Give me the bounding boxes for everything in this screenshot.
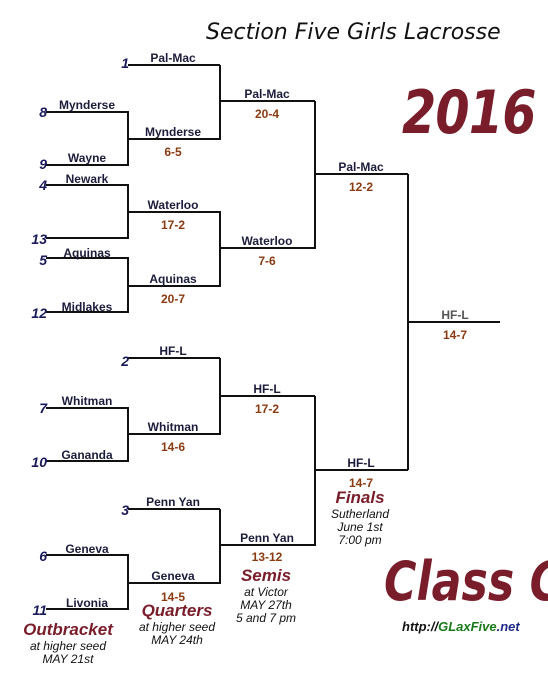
game-score: 14-6 xyxy=(160,440,186,454)
round-label-quarters: Quarters at higher seed MAY 24th xyxy=(122,601,232,647)
seed-number: 3 xyxy=(121,502,129,518)
team-name: Pal-Mac xyxy=(338,160,384,174)
page-title: Section Five Girls Lacrosse xyxy=(206,20,501,45)
bracket-line xyxy=(128,358,221,435)
bracket-line xyxy=(128,509,221,584)
round-label-outbracket: Outbracket at higher seed MAY 21st xyxy=(8,620,128,666)
team-name: Wayne xyxy=(67,151,107,165)
round-detail: at higher seed xyxy=(138,620,216,634)
team-name: HF-L xyxy=(347,456,375,470)
team-name: HF-L xyxy=(159,344,187,358)
team-name: Geneva xyxy=(151,569,195,583)
seed-number: 8 xyxy=(39,104,47,120)
round-label-semis: Semis at Victor MAY 27th 5 and 7 pm xyxy=(226,566,306,625)
year-label: 2016 xyxy=(402,78,536,148)
round-detail: MAY 21st xyxy=(42,652,94,666)
bracket-line xyxy=(128,65,221,140)
team-name: Penn Yan xyxy=(146,495,200,509)
round-detail: June 1st xyxy=(337,520,383,534)
game-score: 17-2 xyxy=(160,218,186,232)
game-score: 17-2 xyxy=(254,402,280,416)
round-detail: at Victor xyxy=(244,585,288,599)
round-detail: Sutherland xyxy=(330,507,390,521)
game-score: 7-6 xyxy=(258,254,276,268)
team-name: Livonia xyxy=(65,596,108,610)
website-link[interactable]: http://GLaxFive.net xyxy=(402,619,520,634)
website-prefix: http:// xyxy=(402,619,439,634)
round-detail: MAY 24th xyxy=(151,633,203,647)
team-name: Aquinas xyxy=(63,246,111,260)
champion-score: 14-7 xyxy=(442,328,468,342)
game-score: 14-7 xyxy=(348,476,374,490)
round-detail: 5 and 7 pm xyxy=(235,611,297,625)
team-name: Pal-Mac xyxy=(150,51,196,65)
round-name: Quarters xyxy=(141,601,213,620)
bracket-line xyxy=(46,184,129,239)
team-name: Mynderse xyxy=(58,98,116,112)
team-name: Midlakes xyxy=(61,300,113,314)
seed-number: 4 xyxy=(39,177,47,193)
website-domain: GLaxFive xyxy=(438,619,497,634)
round-detail: MAY 27th xyxy=(240,598,292,612)
seed-number: 6 xyxy=(39,548,47,564)
seed-number: 9 xyxy=(39,156,47,172)
game-score: 14-5 xyxy=(160,590,186,604)
team-name: Geneva xyxy=(65,542,109,556)
team-name: Whitman xyxy=(61,394,113,408)
seed-number: 1 xyxy=(121,55,129,71)
seed-number: 10 xyxy=(31,454,47,470)
team-name: Waterloo xyxy=(241,234,293,248)
team-name: Aquinas xyxy=(149,272,197,286)
team-name: Newark xyxy=(65,172,109,186)
round-detail: 7:00 pm xyxy=(338,533,382,547)
seed-number: 2 xyxy=(121,353,129,369)
bracket-line xyxy=(220,174,316,249)
game-score: 13-12 xyxy=(251,550,283,564)
team-name: Whitman xyxy=(147,420,199,434)
game-score: 20-7 xyxy=(160,292,186,306)
round-name: Outbracket xyxy=(23,620,113,639)
team-name: Mynderse xyxy=(144,125,202,139)
team-name: Penn Yan xyxy=(240,531,294,545)
team-name: HF-L xyxy=(253,382,281,396)
seed-number: 13 xyxy=(31,231,47,247)
seed-number: 11 xyxy=(32,602,47,618)
game-score: 20-4 xyxy=(254,107,280,121)
round-detail: at higher seed xyxy=(29,639,107,653)
seed-number: 7 xyxy=(39,400,47,416)
game-score: 6-5 xyxy=(164,145,182,159)
game-score: 12-2 xyxy=(348,180,374,194)
seed-number: 5 xyxy=(39,252,47,268)
team-name: Gananda xyxy=(61,448,113,462)
class-label: Class C xyxy=(384,550,548,613)
team-name: Pal-Mac xyxy=(244,87,290,101)
champion-name: HF-L xyxy=(441,308,469,322)
bracket-line xyxy=(220,470,316,546)
team-name: Waterloo xyxy=(147,198,199,212)
website-tld: .net xyxy=(496,619,520,634)
round-name: Finals xyxy=(335,488,385,507)
round-label-finals: Finals Sutherland June 1st 7:00 pm xyxy=(320,488,400,547)
round-name: Semis xyxy=(240,566,292,585)
seed-number: 12 xyxy=(31,305,47,321)
